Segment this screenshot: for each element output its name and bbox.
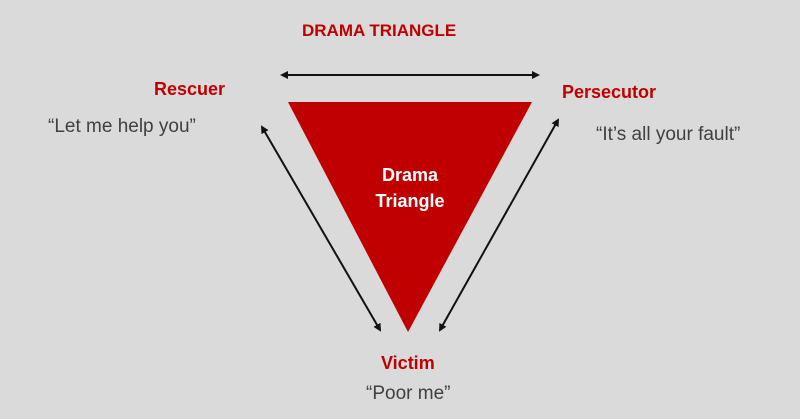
arrow-persecutor-victim <box>439 118 559 332</box>
center-label-line2: Triangle <box>375 191 445 211</box>
center-label-line1: Drama <box>381 165 439 185</box>
rescuer-quote: “Let me help you” <box>48 116 196 137</box>
center-label: Drama Triangle <box>360 162 460 214</box>
victim-quote: “Poor me” <box>366 383 451 404</box>
persecutor-label: Persecutor <box>562 82 657 102</box>
persecutor-quote: “It’s all your fault” <box>596 124 741 145</box>
drama-triangle-shape <box>288 102 532 332</box>
victim-label: Victim <box>381 353 435 373</box>
diagram-title: DRAMA TRIANGLE <box>302 21 457 40</box>
rescuer-label: Rescuer <box>154 79 226 99</box>
arrow-rescuer-victim <box>260 125 382 332</box>
